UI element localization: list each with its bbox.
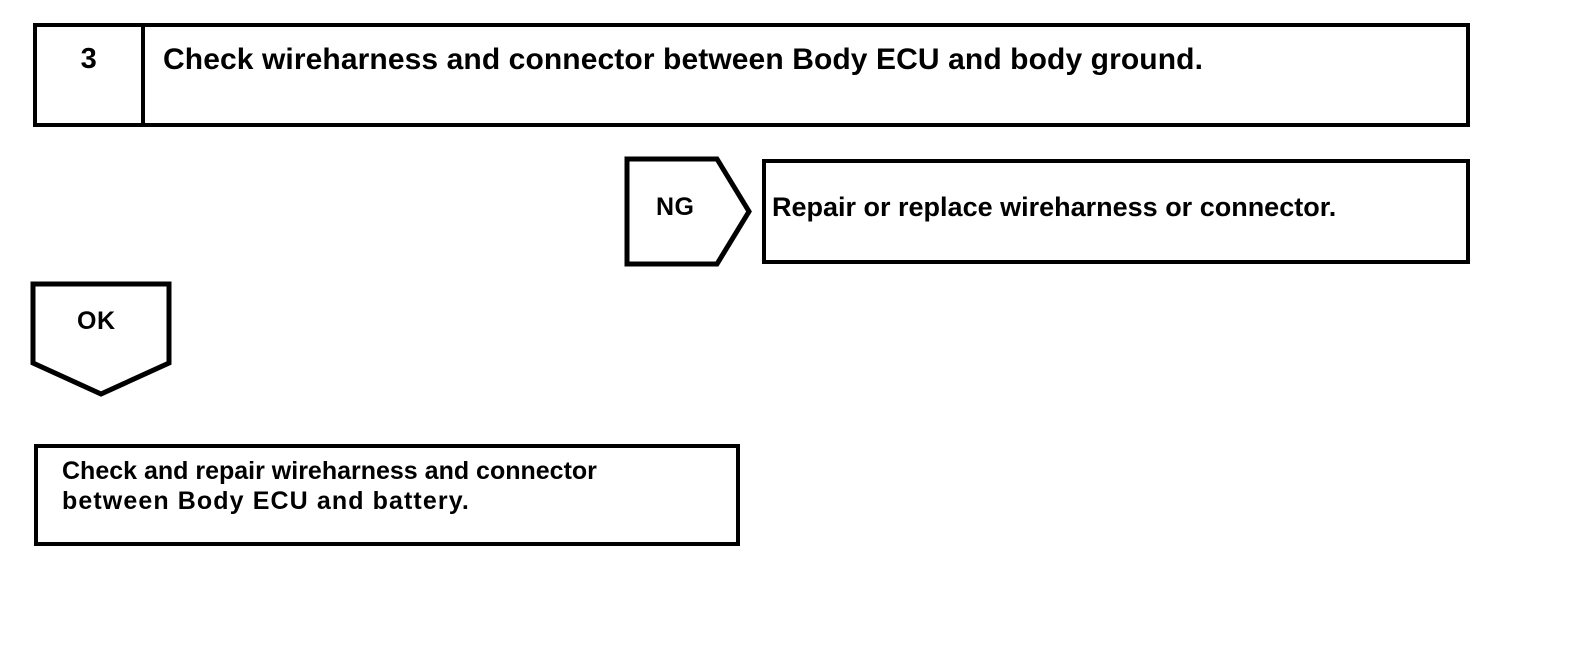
ok-label: OK	[77, 307, 116, 335]
repair-result-box: Repair or replace wireharness or connect…	[762, 159, 1470, 264]
final-instruction-line-1: Check and repair wireharness and connect…	[62, 457, 597, 485]
step-number: 3	[80, 43, 98, 75]
final-instruction-line-2: between Body ECU and battery.	[62, 487, 470, 516]
repair-result-text: Repair or replace wireharness or connect…	[772, 192, 1337, 222]
ng-pentagon-icon	[624, 156, 752, 267]
ng-label: NG	[656, 193, 695, 221]
final-instruction-box: Check and repair wireharness and connect…	[34, 444, 740, 546]
ok-pentagon-icon	[30, 281, 172, 397]
step-box: 3 Check wireharness and connector betwee…	[33, 23, 1470, 127]
step-number-cell: 3	[37, 27, 145, 123]
final-instruction-text: Check and repair wireharness and connect…	[62, 456, 730, 517]
step-instruction-text: Check wireharness and connector between …	[163, 43, 1204, 76]
